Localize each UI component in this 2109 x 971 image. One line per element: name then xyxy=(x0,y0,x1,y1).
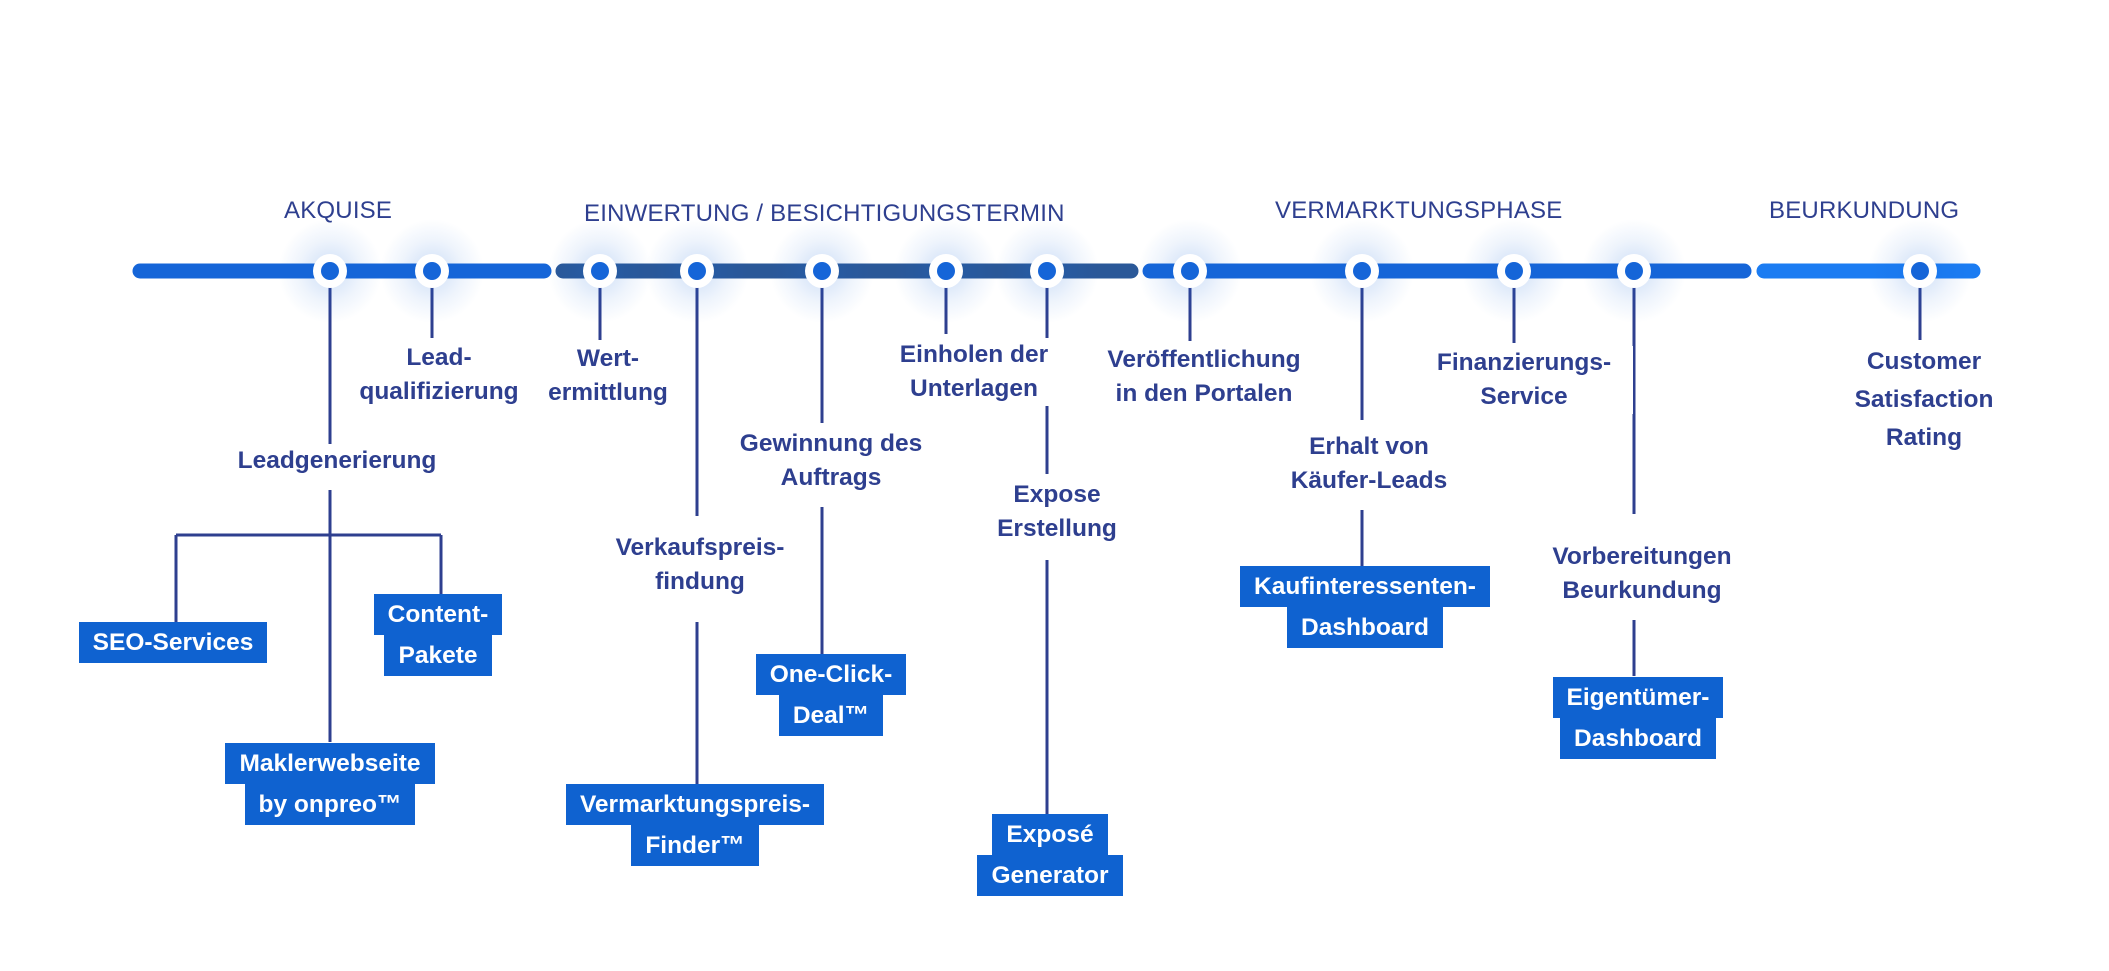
step-leadgenerierung: Leadgenerierung xyxy=(228,444,446,478)
node-veroeffentlichung xyxy=(1138,219,1242,323)
node-finanzierung-dot xyxy=(1505,262,1523,280)
product-seo-services: SEO-Services xyxy=(68,622,278,663)
node-expose xyxy=(995,219,1099,323)
timeline-nodes xyxy=(278,219,1972,323)
node-finanzierung xyxy=(1462,219,1566,323)
step-leadqualifizierung: Lead-qualifizierung xyxy=(350,341,528,409)
node-verkaufspreisfindung-dot xyxy=(688,262,706,280)
node-leadgenerierung-dot xyxy=(321,262,339,280)
node-expose-dot xyxy=(1038,262,1056,280)
node-customer-satisfaction-dot xyxy=(1911,262,1929,280)
node-vorbereitungen-dot xyxy=(1625,262,1643,280)
node-wertermittlung xyxy=(548,219,652,323)
step-verkaufspreisfindung: Verkaufspreis-findung xyxy=(596,531,804,599)
node-verkaufspreisfindung xyxy=(645,219,749,323)
product-one-click-deal: One-Click-Deal™ xyxy=(731,654,931,736)
phase-vermarktung: VERMARKTUNGSPHASE xyxy=(1275,197,1563,224)
product-eigentuemer-dashboard: Eigentümer-Dashboard xyxy=(1528,677,1748,759)
node-einholen xyxy=(894,219,998,323)
node-wertermittlung-dot xyxy=(591,262,609,280)
product-vermarktungspreis-finder: Vermarktungspreis-Finder™ xyxy=(552,784,838,866)
step-finanzierungs-service: Finanzierungs-Service xyxy=(1415,346,1633,414)
phase-akquise: AKQUISE xyxy=(284,197,393,224)
step-wertermittlung: Wert-ermittlung xyxy=(534,342,682,410)
node-veroeffentlichung-dot xyxy=(1181,262,1199,280)
node-leadqualifizierung xyxy=(380,219,484,323)
node-gewinnung-dot xyxy=(813,262,831,280)
node-einholen-dot xyxy=(937,262,955,280)
phase-beurkundung: BEURKUNDUNG xyxy=(1769,197,1960,224)
product-content-pakete: Content-Pakete xyxy=(358,594,518,676)
node-customer-satisfaction xyxy=(1868,219,1972,323)
node-erhalt xyxy=(1310,219,1414,323)
phase-einwertung: EINWERTUNG / BESICHTIGUNGSTERMIN xyxy=(584,200,1065,227)
node-erhalt-dot xyxy=(1353,262,1371,280)
node-leadgenerierung xyxy=(278,219,382,323)
product-kaufinteressenten-dashboard: Kaufinteressenten-Dashboard xyxy=(1220,566,1510,648)
node-gewinnung xyxy=(770,219,874,323)
node-leadqualifizierung-dot xyxy=(423,262,441,280)
node-vorbereitungen xyxy=(1582,219,1686,323)
